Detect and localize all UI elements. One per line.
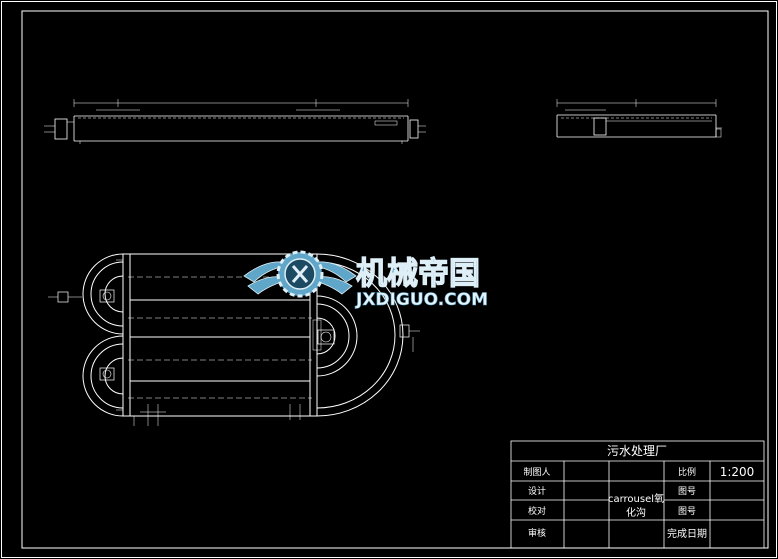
drawing-number-label: 图号 [678,486,696,497]
review-label: 审核 [528,527,546,539]
completion-date-label: 完成日期 [667,527,707,540]
check-label: 校对 [528,505,546,517]
scale-value: 1:200 [720,465,755,479]
title-block [510,440,765,549]
watermark-chinese-text: 机械帝国 [356,256,480,292]
watermark-logo: 机械帝国 JXDIGUO.COM [243,250,488,310]
inner-drawing-frame [21,10,769,549]
design-label: 设计 [528,485,546,497]
plan-view-oxidation-ditch [48,253,420,426]
section-view-left [44,99,426,144]
project-name: 污水处理厂 [607,444,667,458]
sheet-label: 图号 [678,506,696,517]
drawn-by-label: 制图人 [523,466,550,478]
title-block-text: 污水处理厂 制图人 设计 校对 审核 carrousel氧 化沟 比例 1:20… [523,444,754,540]
section-view-right [556,99,722,138]
watermark-url-text: JXDIGUO.COM [355,290,488,310]
gear-wings-icon [243,250,357,298]
scale-label: 比例 [678,466,696,478]
drawing-name-line2: 化沟 [626,506,646,519]
drawing-name-line1: carrousel氧 [608,492,664,505]
